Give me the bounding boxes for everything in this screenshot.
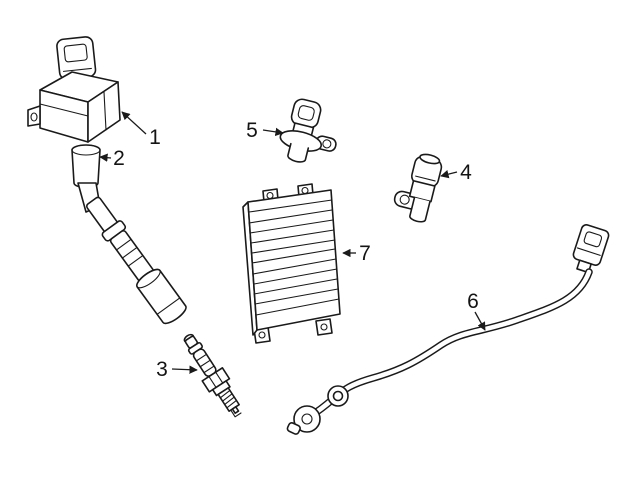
coil-connector	[56, 36, 97, 80]
harness-connector	[572, 224, 610, 274]
callout-2-label: 2	[113, 147, 125, 170]
control-module	[242, 183, 341, 344]
sensor-right	[393, 153, 443, 223]
sensor4-barrel	[409, 196, 431, 223]
coil-mount-tab	[27, 105, 41, 127]
plug-ground-electrode	[230, 409, 242, 418]
ecu-body	[247, 189, 341, 331]
extension-tube	[85, 196, 187, 325]
callout-6-leader	[474, 311, 486, 331]
callout-2-leader	[99, 153, 112, 162]
callout-4-label: 4	[460, 161, 472, 184]
sensor5-barrel	[287, 142, 310, 163]
callout-7-label: 7	[359, 242, 371, 265]
callout-1-leader	[121, 111, 147, 135]
callout-4-leader	[440, 170, 458, 179]
harness-cable	[305, 268, 593, 421]
callout-3-leader	[171, 365, 198, 374]
callout-3-label: 3	[156, 358, 168, 381]
callout-6-label: 6	[467, 290, 479, 313]
harness-end-sensor	[293, 405, 321, 433]
wiring-harness	[286, 224, 610, 435]
callout-5-leader	[262, 127, 284, 137]
spark-plug	[183, 333, 242, 418]
callout-1-label: 1	[149, 126, 161, 149]
callout-5-label: 5	[246, 119, 258, 142]
ignition-coil	[27, 36, 121, 143]
ecu-tab-bottom-right	[315, 318, 333, 336]
coil-body-side	[87, 81, 121, 143]
sensor-top-center	[279, 98, 337, 163]
